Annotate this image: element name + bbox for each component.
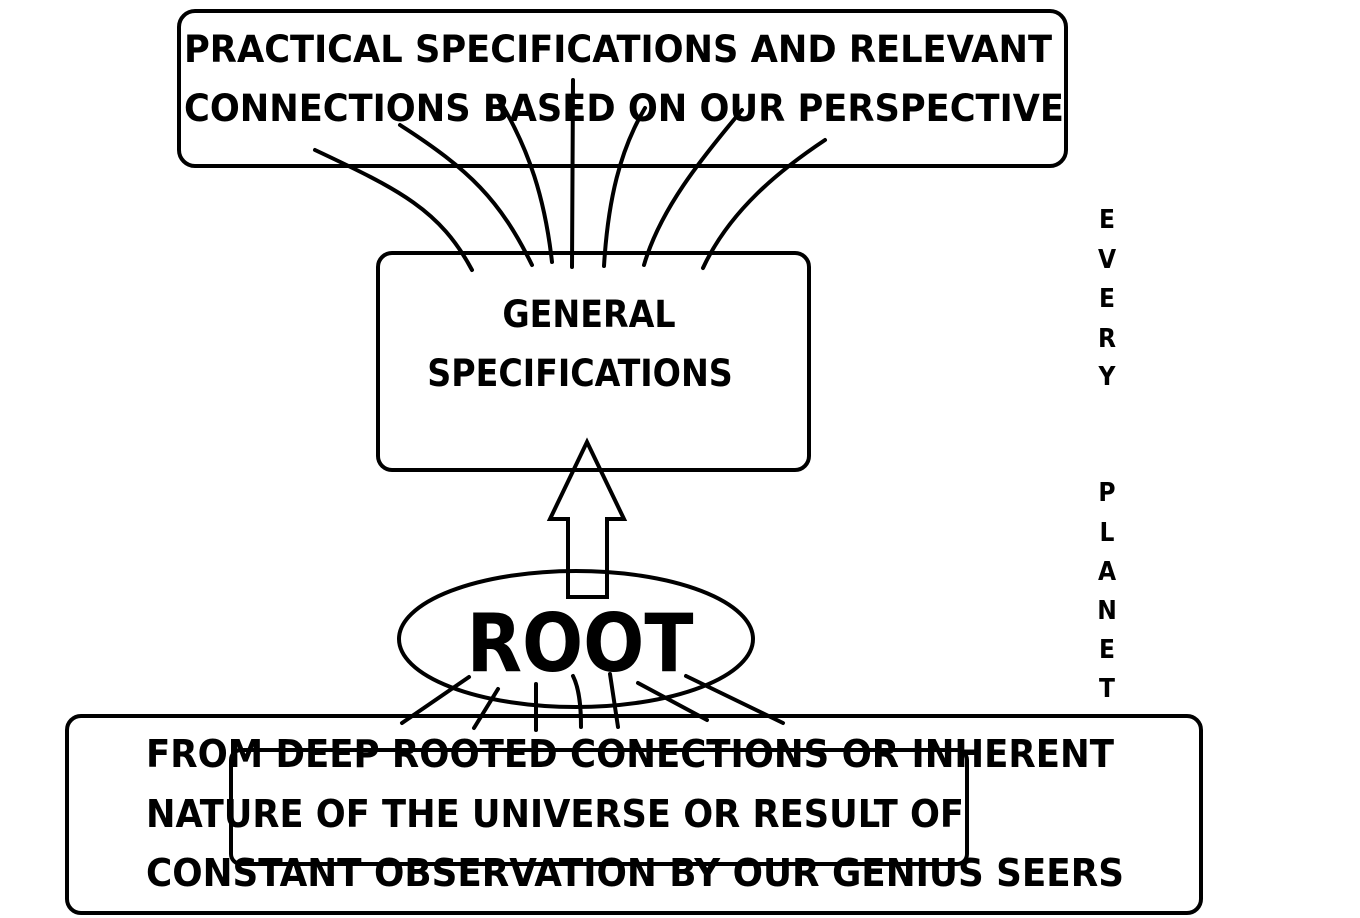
- side-label-letter: T: [1099, 674, 1115, 704]
- upper-connection-line: [570, 78, 575, 269]
- upper-connection-line: [398, 123, 534, 267]
- side-label-letter: E: [1099, 205, 1115, 235]
- upper-connection-line: [495, 94, 554, 264]
- upper-connection-line: [701, 138, 827, 270]
- side-label-letter: N: [1097, 596, 1117, 626]
- top-box-border: [177, 9, 1068, 168]
- top-box-line-1: PRACTICAL SPECIFICATIONS AND RELEVANT: [184, 28, 1052, 71]
- root-connection-line: [636, 681, 709, 722]
- side-label-letter: V: [1098, 245, 1116, 275]
- bottom-box-line-3: CONSTANT OBSERVATION BY OUR GENIUS SEERS: [146, 851, 1124, 895]
- practical-specifications-box: PRACTICAL SPECIFICATIONS AND RELEVANT CO…: [177, 9, 1068, 168]
- upper-connection-line: [642, 108, 744, 267]
- middle-box-line-1: GENERAL: [502, 293, 675, 336]
- side-label-letter: Y: [1098, 362, 1117, 392]
- side-label-letter: E: [1099, 635, 1115, 665]
- root-ellipse: [397, 569, 755, 709]
- top-box-line-2: CONNECTIONS BASED ON OUR PERSPECTIVE: [184, 87, 1064, 130]
- bottom-box-border: [65, 714, 1203, 915]
- middle-box-border: [376, 251, 811, 472]
- root-connection-line: [472, 687, 500, 730]
- bottom-box-line-2: NATURE OF THE UNIVERSE OR RESULT OF: [146, 792, 964, 836]
- upper-connection-lines: [313, 78, 827, 272]
- upper-connection-line: [602, 106, 647, 268]
- deep-rooted-connections-box: FROM DEEP ROOTED CONECTIONS OR INHERENT …: [65, 714, 1203, 915]
- bottom-box-line-1: FROM DEEP ROOTED CONECTIONS OR INHERENT: [146, 732, 1115, 776]
- root-label: ROOT: [467, 597, 694, 690]
- side-label-letter: R: [1098, 324, 1116, 354]
- general-specifications-box: GENERAL SPECIFICATIONS: [376, 251, 811, 472]
- upper-connection-line: [313, 148, 474, 272]
- root-node: ROOT: [397, 569, 755, 709]
- side-label-letter: P: [1098, 478, 1115, 508]
- side-label-letter: E: [1099, 284, 1115, 314]
- root-connection-line: [571, 674, 583, 729]
- inner-box-border: [229, 748, 969, 866]
- side-label-letter: A: [1098, 557, 1116, 587]
- up-arrow-icon: [546, 437, 628, 599]
- root-connection-line: [608, 672, 620, 729]
- middle-box-line-2: SPECIFICATIONS: [427, 352, 733, 395]
- side-label-letter: L: [1100, 518, 1115, 548]
